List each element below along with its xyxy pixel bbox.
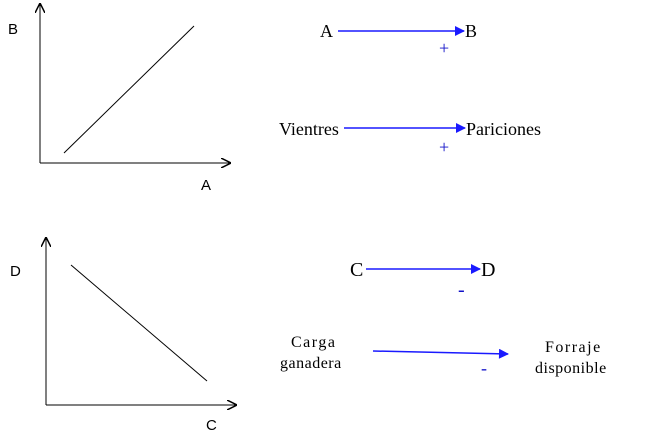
link-sign: -: [481, 358, 487, 378]
link-source: A: [320, 21, 333, 41]
causal-link-vientres-pariciones: Vientres Pariciones +: [279, 119, 541, 157]
link-target-line-2: disponible: [535, 360, 607, 377]
link-target: Pariciones: [466, 119, 541, 139]
graph-positive: B A: [8, 4, 230, 194]
relation-line: [70, 264, 208, 382]
link-source-line-2: ganadera: [280, 355, 342, 372]
relation-line: [63, 25, 195, 154]
link-sign: -: [458, 279, 465, 301]
link-arrow: [372, 348, 509, 359]
link-target-line-1: Forraje: [545, 339, 602, 356]
y-axis-label: B: [8, 21, 18, 38]
x-axis-label: A: [201, 177, 211, 194]
link-target: B: [465, 21, 477, 41]
causal-link-a-b: A B +: [320, 21, 477, 58]
link-sign: +: [439, 137, 449, 157]
link-target: D: [481, 259, 495, 281]
link-source: Vientres: [279, 119, 339, 139]
link-sign: +: [439, 38, 449, 58]
link-source: C: [350, 259, 363, 281]
graph-negative: D C: [10, 238, 236, 434]
causal-link-c-d: C D -: [350, 259, 495, 301]
causal-link-carga-forraje: Carga ganadera Forraje disponible -: [280, 334, 607, 378]
x-axis-label: C: [206, 417, 217, 434]
link-source-line-1: Carga: [291, 334, 336, 351]
y-axis-label: D: [10, 263, 21, 280]
